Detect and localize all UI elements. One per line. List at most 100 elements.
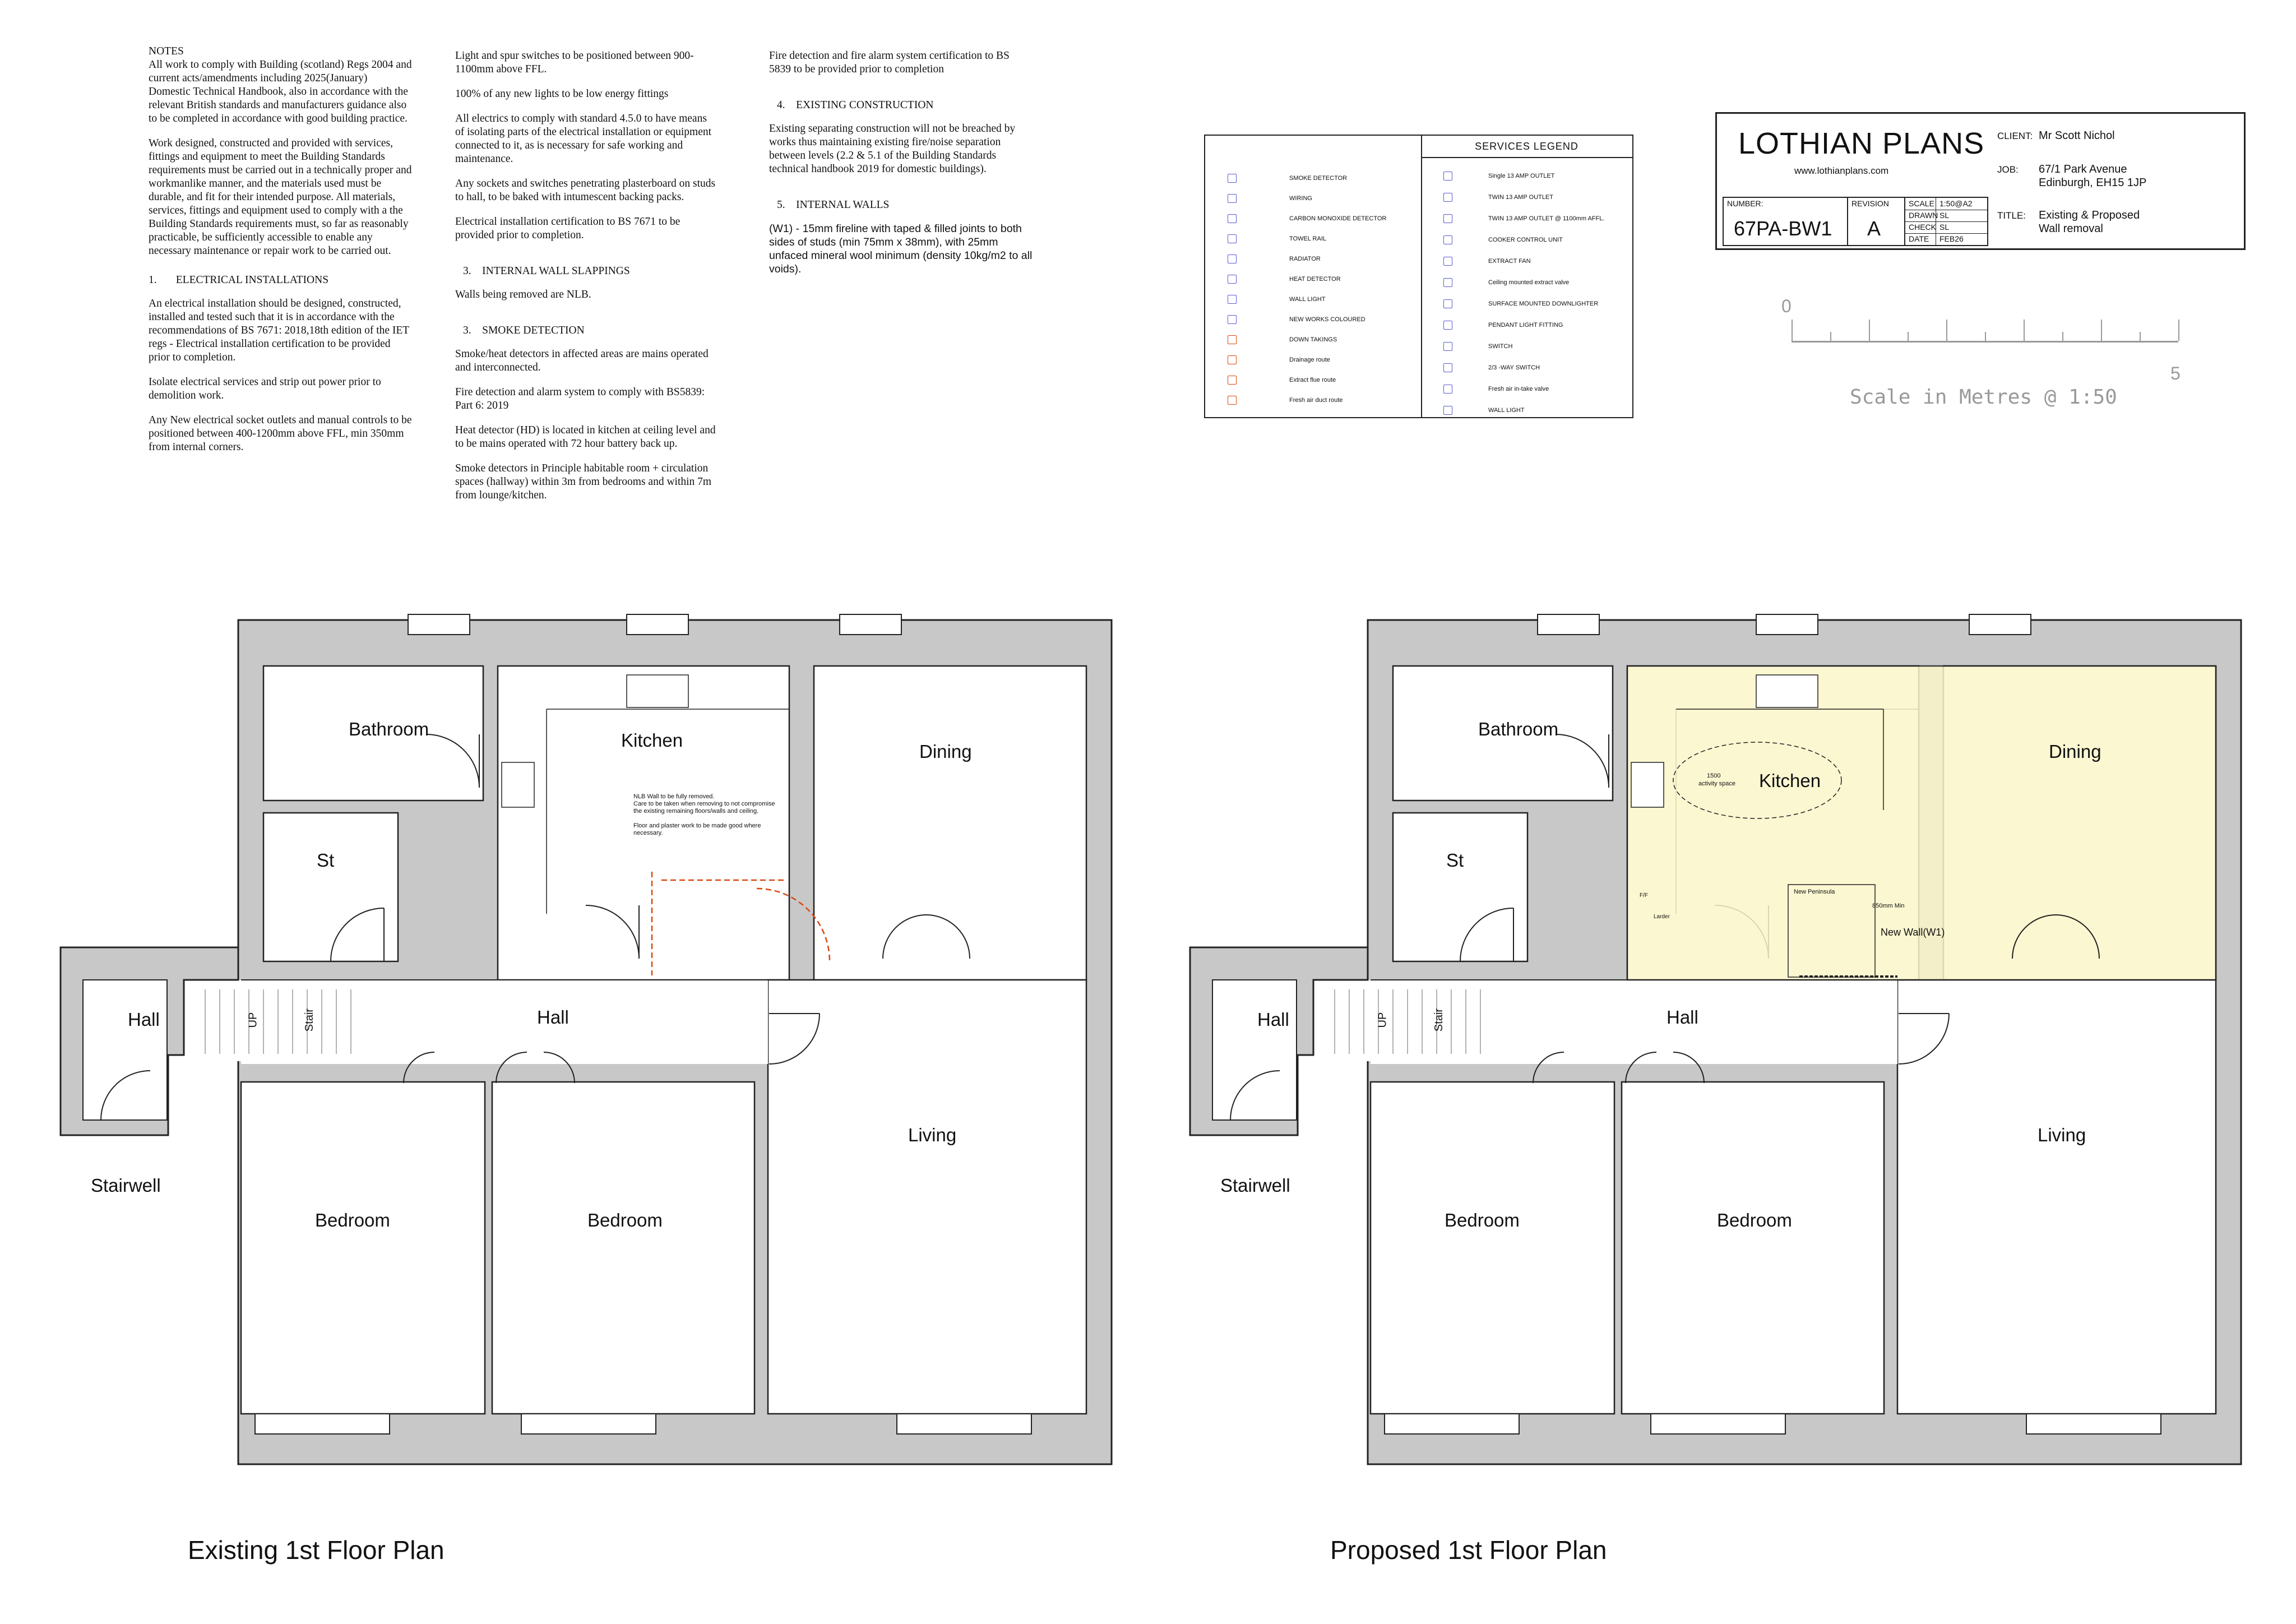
room-label-hall: Hall [1667, 1007, 1698, 1028]
client-name: Mr Scott Nichol [2039, 129, 2115, 142]
legend-symbol-icon [1443, 172, 1452, 181]
scale-tick [2024, 320, 2025, 341]
legend-item-label: WIRING [1289, 195, 1312, 202]
legend-symbol-icon [1443, 363, 1452, 372]
legend-symbol-icon [1443, 278, 1452, 287]
room-label-living: Living [908, 1125, 957, 1145]
existing-plan-title: Existing 1st Floor Plan [188, 1535, 445, 1565]
note-section-heading: 5. INTERNAL WALLS [777, 199, 890, 211]
scale-tick [2062, 332, 2063, 341]
new-wall-label: New Wall(W1) [1881, 927, 1945, 938]
note-paragraph: Any sockets and switches penetrating pla… [455, 178, 716, 203]
check-label: CHECK [1909, 223, 1937, 232]
room-label-kitchen: Kitchen [621, 730, 683, 751]
room-label-hall: Hall [537, 1007, 569, 1028]
note-paragraph: Light and spur switches to be positioned… [455, 50, 694, 75]
legend-symbol-icon [1443, 257, 1452, 266]
note-paragraph: Smoke detectors in Principle habitable r… [455, 462, 712, 501]
note-paragraph: All work to comply with Building (scotla… [149, 59, 412, 124]
date-value: FEB26 [1936, 233, 1964, 245]
scale-tick [1946, 320, 1947, 341]
legend-item-label: SWITCH [1488, 343, 1513, 350]
legend-item-label: TOWEL RAIL [1289, 235, 1327, 242]
revision-cell: REVISION A [1848, 198, 1905, 245]
note-paragraph: Existing separating construction will no… [769, 123, 1016, 175]
scale-tick [1830, 332, 1831, 341]
legend-item-label: Single 13 AMP OUTLET [1488, 173, 1555, 179]
legend-item-label: SURFACE MOUNTED DOWNLIGHTER [1488, 300, 1599, 307]
legend-item-label: HEAT DETECTOR [1289, 276, 1341, 283]
room-label-store: St [317, 850, 335, 871]
notes-column-1: NOTES All work to comply with Building (… [149, 45, 412, 465]
legend-item-label: EXTRACT FAN [1488, 258, 1531, 265]
room-label-dining: Dining [2049, 741, 2101, 762]
legend-item-label: SMOKE DETECTOR [1289, 175, 1348, 182]
legend-divider [1421, 136, 1422, 417]
notes-heading: NOTES [149, 45, 184, 57]
scale-tick [2178, 320, 2179, 341]
legend-symbol-icon [1443, 321, 1452, 330]
annotation-line: necessary. [633, 830, 663, 836]
legend-item-label: Extract flue route [1289, 377, 1336, 383]
legend-symbol-icon [1228, 194, 1237, 203]
drawn-label: DRAWN [1909, 211, 1938, 220]
room-label-bedroom-2: Bedroom [587, 1210, 663, 1230]
drawing-number: 67PA-BW1 [1734, 217, 1832, 240]
legend-symbol-icon [1228, 234, 1237, 243]
legend-symbol-icon [1443, 406, 1452, 415]
note-paragraph: (W1) - 15mm fireline with taped & filled… [769, 223, 1033, 275]
job-address-line1: 67/1 Park Avenue [2039, 163, 2127, 175]
legend-item-label: WALL LIGHT [1289, 296, 1326, 303]
stair-up-label: UP [247, 1012, 260, 1028]
room-label-stairwell: Stairwell [1220, 1175, 1290, 1196]
revision-label: REVISION [1851, 199, 1889, 208]
activity-space-label: activity space [1698, 780, 1736, 787]
legend-item-label: PENDANT LIGHT FITTING [1488, 322, 1563, 328]
legend-item-label: TWIN 13 AMP OUTLET @ 1100mm AFFL. [1488, 215, 1605, 222]
company-logo: LOTHIAN PLANS [1738, 127, 1985, 160]
legend-item-label: Drainage route [1289, 357, 1330, 363]
note-paragraph: Walls being removed are NLB. [455, 289, 591, 300]
legend-symbol-icon [1443, 342, 1452, 351]
note-paragraph: 100% of any new lights to be low energy … [455, 88, 669, 100]
legend-item-label: NEW WORKS COLOURED [1289, 316, 1365, 323]
title-label: TITLE: [1997, 210, 2026, 221]
note-paragraph: Fire detection and fire alarm system cer… [769, 50, 1010, 75]
note-section-heading: 4. EXISTING CONSTRUCTION [777, 99, 934, 111]
annotation-spacer [633, 815, 796, 822]
legend-symbol-icon [1228, 214, 1237, 223]
annotation-line: Floor and plaster work to be made good w… [633, 822, 761, 829]
legend-title: SERVICES LEGEND [1421, 136, 1632, 158]
note-paragraph: Smoke/heat detectors in affected areas a… [455, 348, 709, 373]
annotation-line: the existing remaining floors/walls and … [633, 808, 759, 815]
drawing-info-grid: NUMBER: 67PA-BW1 REVISION A SCALE 1:50@A… [1723, 197, 1988, 246]
legend-item-label: Ceiling mounted extract valve [1488, 279, 1570, 286]
stair-label: Stair [1433, 1008, 1446, 1032]
scale-tick [1792, 320, 1793, 341]
room-label-hall-small: Hall [1257, 1009, 1289, 1030]
scale-tick [2101, 320, 2102, 341]
legend-symbol-icon [1443, 235, 1452, 244]
note-paragraph: Isolate electrical services and strip ou… [149, 376, 381, 401]
scale-tick [2140, 332, 2141, 341]
legend-item-label: 2/3 -WAY SWITCH [1488, 364, 1540, 371]
scale-tick [1985, 332, 1986, 341]
room-label-bedroom-1: Bedroom [1445, 1210, 1520, 1230]
scale-start-label: 0 [1781, 296, 1792, 316]
note-paragraph: Any New electrical socket outlets and ma… [149, 414, 412, 453]
company-website: www.lothianplans.com [1794, 165, 1889, 176]
room-label-bathroom: Bathroom [1478, 719, 1559, 739]
note-paragraph: All electrics to comply with standard 4.… [455, 113, 712, 165]
annotation-line: NLB Wall to be fully removed. [633, 793, 715, 800]
scale-label: SCALE [1909, 199, 1934, 208]
legend-symbol-icon [1228, 255, 1237, 263]
room-label-kitchen: Kitchen [1759, 770, 1821, 791]
client-label: CLIENT: [1997, 131, 2033, 141]
existing-plan-drawing [59, 613, 1113, 1465]
legend-symbol-icon [1228, 174, 1237, 183]
company-block: LOTHIAN PLANS www.lothianplans.com [1717, 114, 1986, 192]
note-paragraph: Work designed, constructed and provided … [149, 137, 412, 257]
legend-symbol-icon [1228, 295, 1237, 304]
